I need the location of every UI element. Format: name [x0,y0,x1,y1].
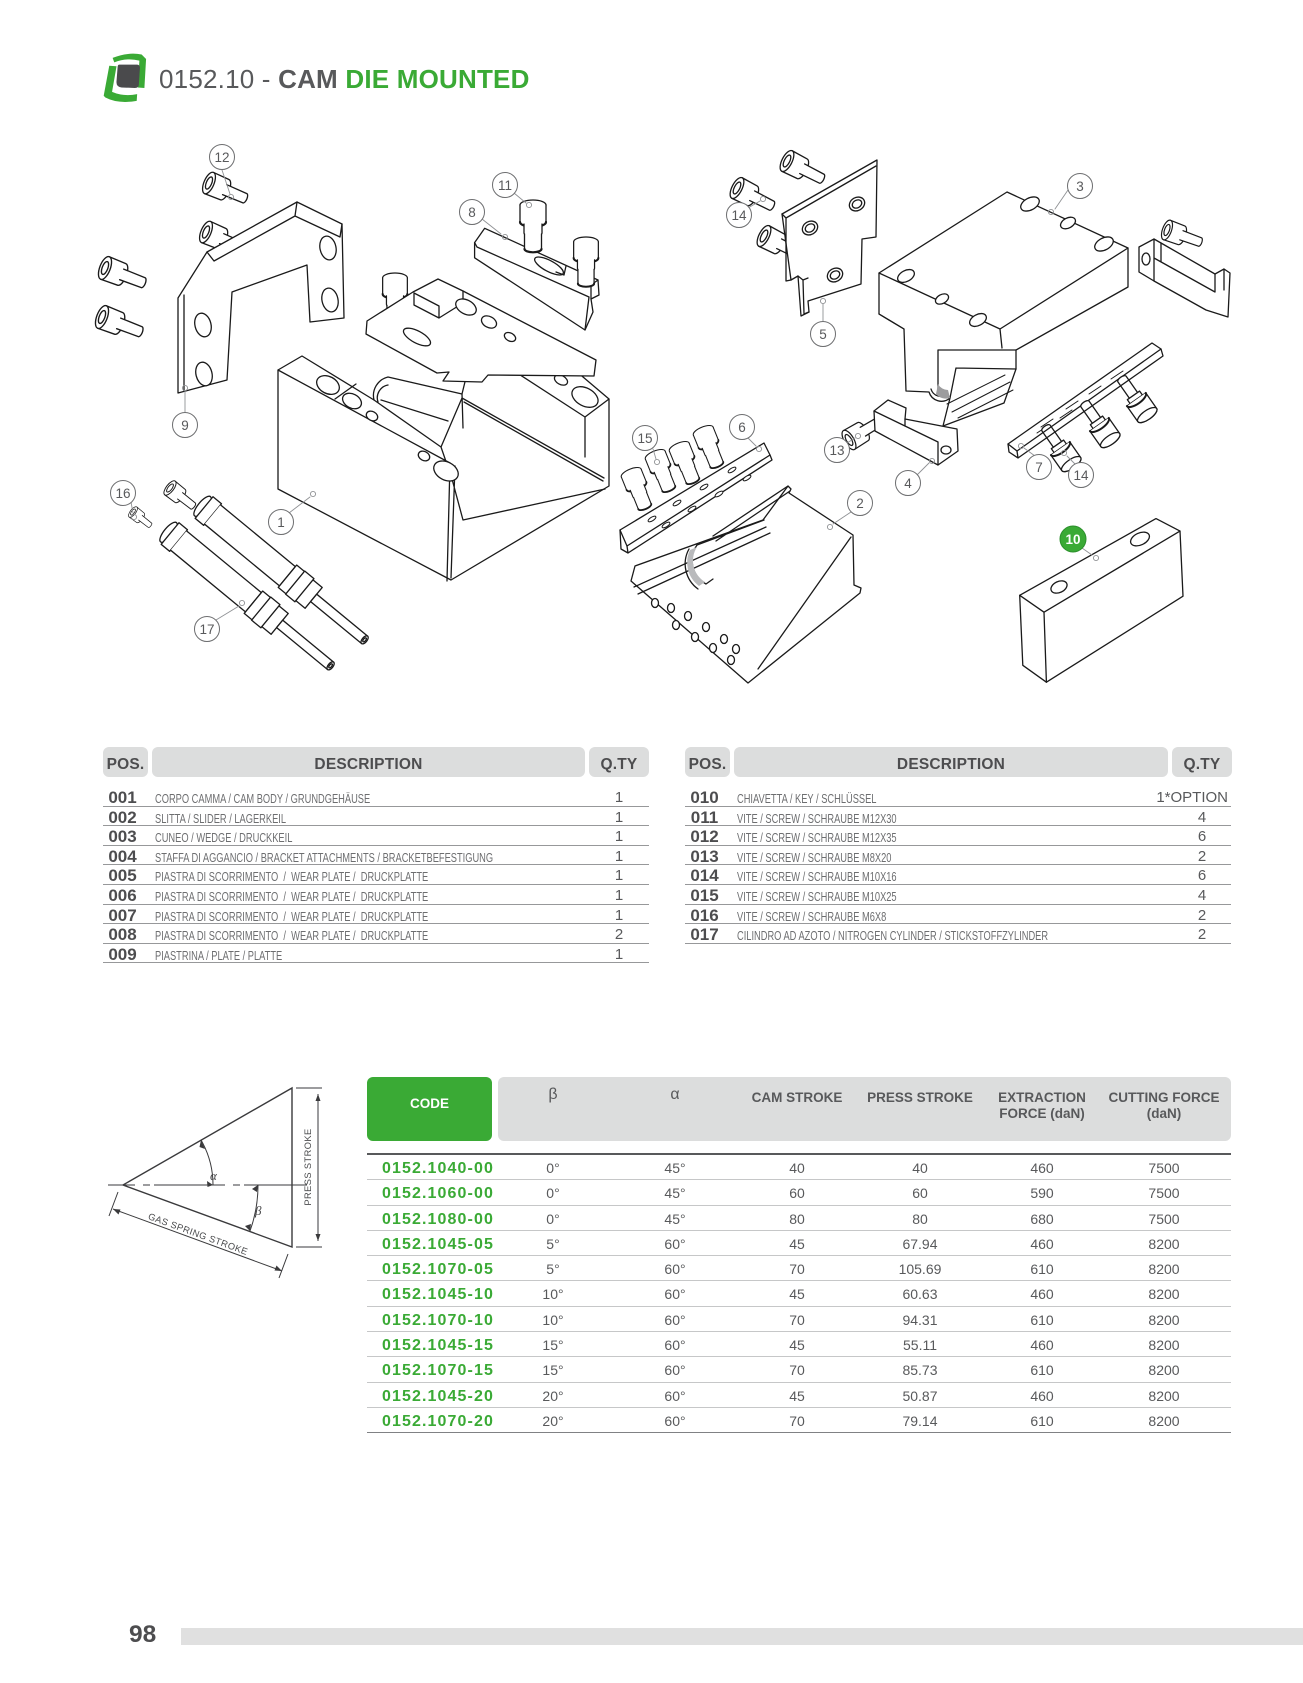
svg-text:2: 2 [856,496,864,511]
svg-text:PRESS STROKE: PRESS STROKE [303,1128,313,1205]
svg-text:4: 4 [904,476,912,491]
svg-text:16: 16 [115,486,130,501]
svg-text:GAS SPRING STROKE: GAS SPRING STROKE [147,1211,249,1257]
svg-text:13: 13 [829,443,844,458]
svg-text:14: 14 [731,208,747,223]
svg-text:α: α [210,1168,218,1183]
svg-text:6: 6 [738,420,746,435]
svg-text:7: 7 [1035,460,1043,475]
svg-text:14: 14 [1073,468,1089,483]
svg-text:1: 1 [277,515,285,530]
svg-text:11: 11 [498,178,512,193]
svg-text:12: 12 [214,150,229,165]
svg-text:β: β [254,1203,262,1218]
svg-text:8: 8 [468,205,476,220]
svg-text:17: 17 [199,622,214,637]
svg-text:15: 15 [637,431,652,446]
svg-text:10: 10 [1065,532,1080,547]
svg-text:3: 3 [1076,179,1084,194]
svg-text:9: 9 [181,418,189,433]
svg-text:5: 5 [819,327,827,342]
